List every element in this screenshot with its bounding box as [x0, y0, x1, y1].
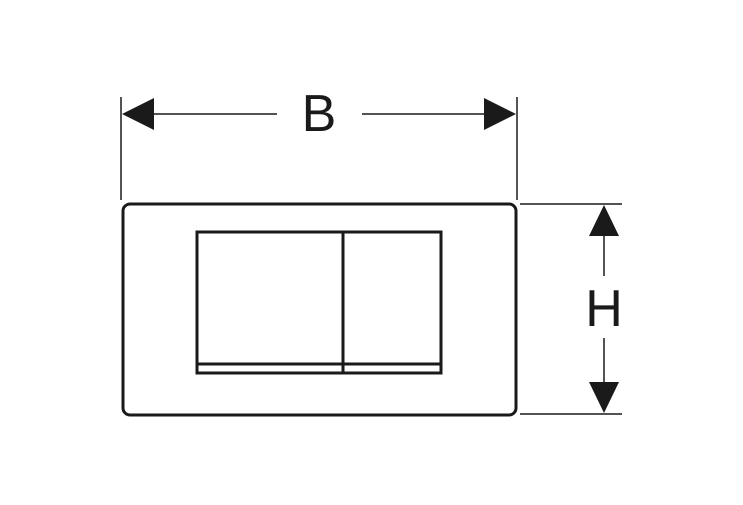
- width-label: B: [302, 85, 337, 143]
- height-arrow-top-icon: [589, 205, 619, 236]
- height-label: H: [585, 280, 623, 338]
- width-arrow-left-icon: [122, 98, 154, 130]
- width-arrow-right-icon: [484, 98, 516, 130]
- flush-plate-outline: [121, 202, 518, 417]
- button-frame: [195, 230, 443, 375]
- height-arrow-bottom-icon: [589, 382, 619, 413]
